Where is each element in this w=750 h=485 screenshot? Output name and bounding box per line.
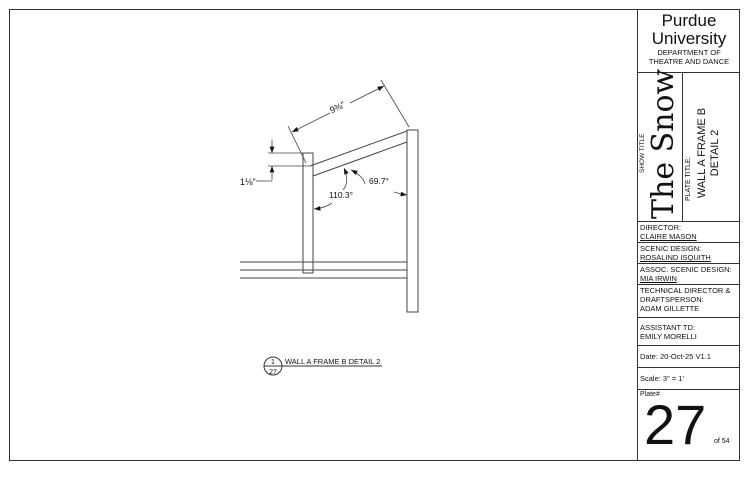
title-cell: SHOW TITLE The Snow PLATE TITLE: WALL A … xyxy=(638,69,740,222)
atd-cell: ASSISTANT TD:EMILY MORELLI xyxy=(638,318,740,346)
callout-number: 1 xyxy=(271,359,275,366)
assoc-cell: ASSOC. SCENIC DESIGN:MIA IRWIN xyxy=(638,264,740,285)
drawing-sheet-border xyxy=(9,9,740,461)
scenic-cell: SCENIC DESIGN:ROSALIND ISQUITH xyxy=(638,243,740,264)
department: DEPARTMENT OF THEATRE AND DANCE xyxy=(648,48,730,66)
thickness-dimension xyxy=(256,140,310,182)
plate-label: Plate# xyxy=(640,391,660,398)
acute-angle-label: 69.7° xyxy=(369,176,389,186)
left-stud xyxy=(302,152,314,274)
diagonal-brace xyxy=(309,130,408,177)
detail-callout: 1 27 WALL A FRAME B DETAIL 2 xyxy=(263,356,382,376)
thickness-dimension-label: 1⅛" xyxy=(240,177,256,187)
obtuse-angle-label: 110.3° xyxy=(329,190,353,200)
obtuse-angle-arc xyxy=(342,167,349,191)
horizontal-plates xyxy=(240,261,407,279)
title-block: Purdue University DEPARTMENT OF THEATRE … xyxy=(637,9,740,461)
acute-angle-arc xyxy=(350,169,366,185)
date-cell: Date: 20-Oct-25 V1.1 xyxy=(638,346,740,368)
show-title: The Snow xyxy=(646,68,681,219)
scale-cell: Scale: 3" = 1' xyxy=(638,368,740,390)
plate-number: 27 xyxy=(644,393,707,456)
acute-angle-arc-lower xyxy=(393,191,408,197)
title-divider xyxy=(682,73,683,221)
plate-cell: Plate# 27 of 54 xyxy=(638,390,740,461)
university-cell: Purdue University DEPARTMENT OF THEATRE … xyxy=(638,9,740,73)
right-stud xyxy=(406,129,419,313)
obtuse-angle-arc-lower xyxy=(313,202,333,211)
detail-title: WALL A FRAME B DETAIL 2 xyxy=(285,357,380,366)
plate-title-label: PLATE TITLE: xyxy=(685,156,692,201)
detail-drawing: 9⅜" 1⅛" 110.3° 69.7° 1 27 WALL A FRAME B… xyxy=(240,79,419,376)
td-cell: TECHNICAL DIRECTOR & DRAFTSPERSON:ADAM G… xyxy=(638,285,740,318)
plate-total: of 54 xyxy=(714,438,730,445)
callout-sheet: 27 xyxy=(269,369,277,376)
director-cell: DIRECTOR:CLAIRE MASON xyxy=(638,222,740,243)
length-dimension xyxy=(287,79,410,164)
length-dimension-label: 9⅜" xyxy=(328,99,347,115)
university-name: Purdue University xyxy=(651,11,727,48)
